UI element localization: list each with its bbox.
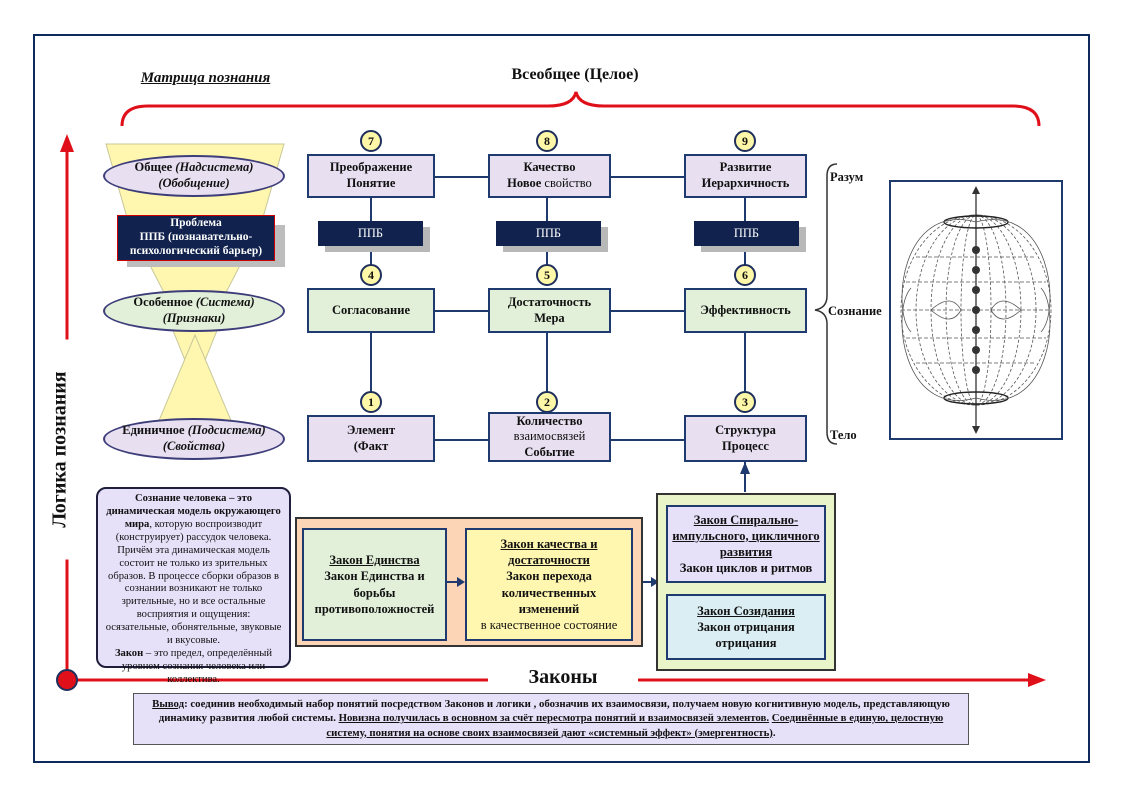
info-p1-rest: , которую воспроизводит (конструирует) р…: [105, 518, 282, 647]
law-arrow-1: [447, 577, 465, 587]
node-3: Структура Процесс: [684, 415, 807, 462]
node-4-line1: Согласование: [331, 302, 411, 317]
node-1: Элемент (Факт: [307, 415, 435, 462]
outer-frame: [33, 34, 1090, 763]
node-6-line1: Эффективность: [700, 302, 791, 317]
law-spiral-body: Закон циклов и ритмов: [679, 561, 813, 576]
node-8-line1: Качество: [523, 160, 576, 175]
law-quality: Закон качества и достаточности Закон пер…: [465, 528, 633, 641]
conclusion-box: Вывод: соединив необходимый набор поняти…: [133, 693, 969, 745]
problem-line3: психологический барьер): [129, 244, 263, 257]
level-general: Общее (Надсистема) (Обобщение): [103, 155, 285, 197]
law-creation-title: Закон Созидания: [697, 603, 795, 618]
level-single-main: Единичное: [122, 423, 185, 438]
level-special-main: Особенное: [133, 295, 193, 310]
node-4-number: 4: [360, 264, 382, 286]
node-1-number: 1: [360, 391, 382, 413]
node-8-line2a: Новое: [507, 176, 542, 190]
law-creation-body: Закон отрицания отрицания: [697, 619, 795, 651]
label-body: Тело: [830, 428, 857, 442]
node-2-line3: Событие: [524, 444, 575, 459]
law-quality-tail: в качественное состояние: [480, 618, 618, 632]
node-5-line1: Достаточность: [507, 294, 592, 309]
info-p2-bold: Закон: [114, 648, 144, 660]
law-unity-body: Закон Единства и борьбы противоположност…: [314, 569, 435, 616]
node-9-line1: Развитие: [719, 160, 772, 175]
level-special-sub1: (Система): [195, 295, 255, 310]
universal-label: Всеобщее (Целое): [511, 66, 639, 83]
field-illustration: [900, 186, 1052, 434]
law-quality-body: Закон перехода количественных изменений: [501, 569, 597, 616]
conclusion-part4: .: [772, 726, 776, 739]
conclusion-part3: Соединённые в единую, целостную систему,…: [326, 712, 944, 739]
node-5-line2: Мера: [534, 310, 565, 325]
info-box: Сознание человека – это динамическая мод…: [96, 487, 291, 685]
node-7-line2: Понятие: [346, 176, 396, 190]
level-general-sub2: (Обобщение): [158, 176, 230, 190]
law-unity: Закон Единства Закон Единства и борьбы п…: [302, 528, 447, 641]
ppb-barrier-3: ППБ: [694, 221, 799, 246]
node-1-line1: Элемент: [346, 422, 396, 437]
node-7-line1: Преображение: [329, 160, 413, 175]
problem-line1: Проблема: [170, 217, 222, 230]
conclusion-label: Вывод: [152, 698, 185, 710]
node-5: Достаточность Мера: [488, 288, 611, 333]
level-special-sub2: (Признаки): [162, 311, 226, 325]
level-single: Единичное (Подсистема) (Свойства): [103, 418, 285, 460]
node-2-number: 2: [536, 391, 558, 413]
node-2-line2: взаимосвязей: [513, 429, 586, 444]
node-9-line2: Иерархичность: [701, 176, 790, 190]
ppb-barrier-2: ППБ: [496, 221, 601, 246]
node-7: Преображение Понятие: [307, 154, 435, 198]
level-single-sub2: (Свойства): [162, 439, 226, 453]
law-spiral: Закон Спирально-импульсного, цикличного …: [666, 505, 826, 583]
law-spiral-title: Закон Спирально-импульсного, цикличного …: [672, 512, 820, 560]
conclusion-part1: : соединив необходимый набор понятий пос…: [158, 698, 950, 725]
label-consciousness: Сознание: [828, 304, 882, 318]
ppb-barrier-1: ППБ: [318, 221, 423, 246]
node-2-line1: Количество: [516, 413, 583, 428]
node-6: Эффективность: [684, 288, 807, 333]
node-9: Развитие Иерархичность: [684, 154, 807, 198]
problem-box: Проблема ППБ (познавательно- психологиче…: [117, 215, 275, 261]
node-2: Количество взаимосвязей Событие: [488, 412, 611, 462]
node-4: Согласование: [307, 288, 435, 333]
conclusion-part2: Новизна получилась в основном за счёт пе…: [338, 712, 770, 725]
label-mind: Разум: [830, 170, 864, 184]
law-arrow-2: [643, 577, 659, 587]
law-creation: Закон Созидания Закон отрицания отрицани…: [666, 594, 826, 660]
node-3-line1: Структура: [715, 422, 776, 437]
node-8: Качество Новое свойство: [488, 154, 611, 198]
consciousness-brace: [814, 163, 838, 445]
node-5-number: 5: [536, 264, 558, 286]
page-title: Матрица познания: [140, 70, 271, 86]
law-quality-title: Закон качества и достаточности: [500, 536, 598, 567]
problem-line2: ППБ (познавательно-: [139, 231, 253, 244]
node-8-number: 8: [536, 130, 558, 152]
universal-brace: [120, 91, 1041, 127]
info-p1-bold: Сознание человека – это динамическая мод…: [106, 493, 281, 530]
level-general-sub1: (Надсистема): [175, 160, 254, 175]
level-single-sub1: (Подсистема): [187, 423, 266, 438]
node-3-line2: Процесс: [722, 438, 769, 453]
node-7-number: 7: [360, 130, 382, 152]
law-unity-title: Закон Единства: [329, 553, 420, 567]
node-6-number: 6: [734, 264, 756, 286]
info-p2-rest: – это предел, определённый уровнем созна…: [121, 648, 273, 685]
node-3-number: 3: [734, 391, 756, 413]
node-1-line2: (Факт: [353, 438, 389, 453]
level-special: Особенное (Система) (Признаки): [103, 290, 285, 332]
node-9-number: 9: [734, 130, 756, 152]
level-general-main: Общее: [134, 160, 173, 175]
node-8-line2b: свойство: [544, 176, 592, 190]
